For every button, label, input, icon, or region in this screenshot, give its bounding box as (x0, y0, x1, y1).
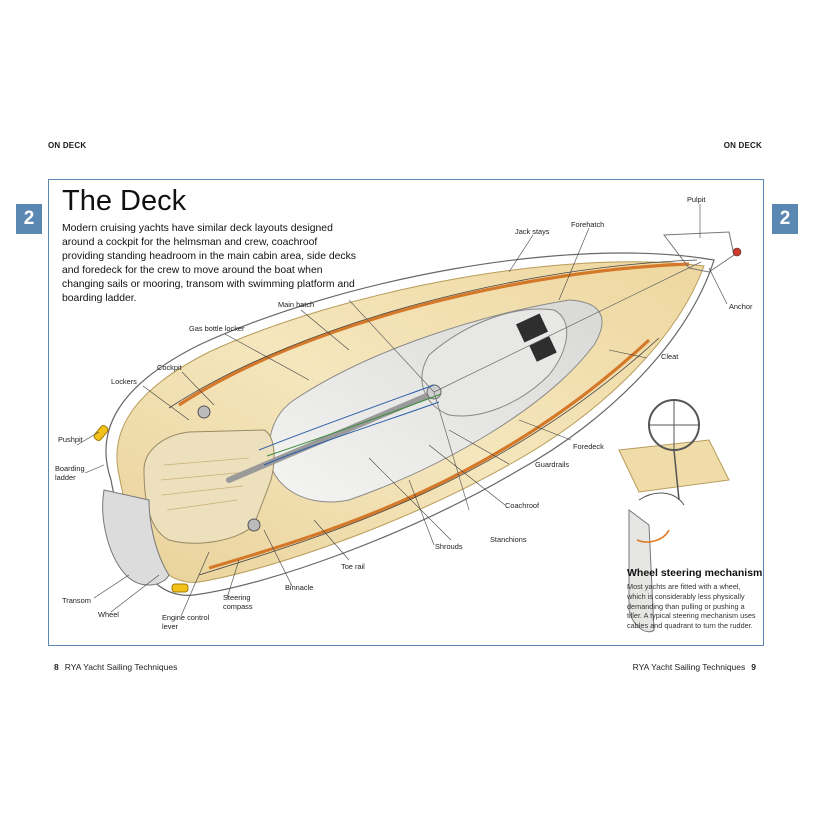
forehatch-shape (515, 313, 549, 343)
footer-left: 8 RYA Yacht Sailing Techniques (48, 662, 177, 672)
label-cockpit: Cockpit (157, 363, 182, 372)
label-engine-control-lever: Engine control lever (162, 613, 210, 631)
running-head-right: ON DECK (723, 141, 762, 150)
pulpit-shape (663, 231, 735, 273)
control-lines-green (266, 393, 442, 457)
footer-right: RYA Yacht Sailing Techniques 9 (633, 662, 762, 672)
leader-lines (76, 204, 728, 617)
guardrail-starboard (198, 337, 660, 576)
toe-rail-port (178, 262, 690, 407)
toe-rail-starboard (208, 338, 651, 570)
winch (247, 518, 261, 532)
running-head-left: ON DECK (48, 141, 87, 150)
label-steering-compass: Steering compass (223, 593, 253, 611)
transom-platform (102, 489, 170, 586)
yacht-deck-illustration (76, 204, 742, 633)
label-main-hatch: Main hatch (278, 300, 315, 309)
page-number-right: 9 (751, 662, 756, 672)
winch (197, 405, 211, 419)
fender (171, 583, 189, 593)
label-shrouds: Shrouds (435, 542, 463, 551)
page-title: The Deck (62, 185, 187, 217)
chapter-tab-left: 2 (16, 204, 42, 234)
shroud-line (348, 299, 435, 393)
label-cleat: Cleat (661, 352, 679, 361)
label-lockers: Lockers (111, 377, 137, 386)
label-gas-bottle-locker: Gas bottle locker (189, 324, 245, 333)
sidebar-title: Wheel steering mechanism (627, 567, 763, 579)
label-pulpit: Pulpit (687, 195, 706, 204)
label-foredeck: Foredeck (573, 442, 604, 451)
fender (93, 425, 109, 441)
label-toe-rail: Toe rail (341, 562, 365, 571)
label-stanchions: Stanchions (490, 535, 527, 544)
label-transom: Transom (62, 596, 91, 605)
shroud-line (433, 391, 470, 511)
boom (226, 392, 432, 483)
label-binnacle: Binnacle (285, 583, 314, 592)
label-boarding-ladder: Boarding ladder (55, 464, 85, 482)
forestay (433, 261, 702, 393)
footer-title-right: RYA Yacht Sailing Techniques (632, 662, 746, 672)
label-pushpit: Pushpit (58, 435, 83, 444)
label-forehatch: Forehatch (571, 220, 605, 229)
page-number-left: 8 (54, 662, 59, 672)
chapter-tab-right: 2 (772, 204, 798, 234)
sidebar-text: Most yachts are fitted with a wheel, whi… (627, 582, 756, 631)
cockpit-floor-grid (160, 457, 250, 511)
label-jack-stays: Jack stays (515, 227, 550, 236)
nav-light (732, 247, 742, 257)
footer-title-left: RYA Yacht Sailing Techniques (64, 662, 178, 672)
control-lines (258, 384, 440, 466)
label-guardrails: Guardrails (535, 460, 570, 469)
label-wheel: Wheel (98, 610, 119, 619)
intro-paragraph: Modern cruising yachts have similar deck… (62, 223, 357, 304)
guardrail-port (168, 259, 698, 409)
deck-diagram-panel: The Deck Modern cruising yachts have sim… (48, 179, 764, 646)
steering-inset (618, 399, 730, 633)
label-coachroof: Coachroof (505, 501, 540, 510)
label-anchor: Anchor (729, 302, 753, 311)
